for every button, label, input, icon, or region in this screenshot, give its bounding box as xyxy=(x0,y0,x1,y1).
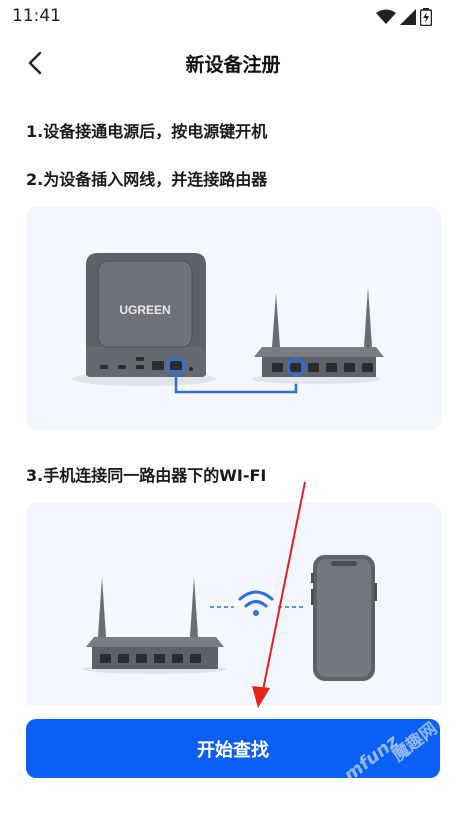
router-device-image xyxy=(82,577,226,674)
wifi-signal-icon xyxy=(238,590,274,616)
header: 新设备注册 xyxy=(0,34,466,90)
step-1-text: 1.设备接通电源后，按电源键开机 xyxy=(26,122,268,141)
back-button[interactable] xyxy=(18,46,52,80)
signal-icon xyxy=(400,9,416,25)
wifi-icon xyxy=(376,9,396,24)
nas-device-image: UGREEN xyxy=(72,253,216,386)
phone-device-image xyxy=(311,555,377,681)
router-device-image xyxy=(252,287,384,384)
nas-brand-label: UGREEN xyxy=(119,303,170,317)
step-2-text: 2.为设备插入网线，并连接路由器 xyxy=(26,170,268,189)
router-phone-illustration xyxy=(26,503,441,705)
status-icons xyxy=(376,8,432,26)
battery-charging-icon xyxy=(420,8,432,26)
page-title: 新设备注册 xyxy=(185,54,281,76)
nas-router-illustration: UGREEN xyxy=(26,207,441,430)
step-3-text: 3.手机连接同一路由器下的WI-FI xyxy=(26,466,267,485)
start-search-button[interactable]: 开始查找 xyxy=(26,719,440,778)
status-bar: 11:41 xyxy=(0,0,466,32)
status-time: 11:41 xyxy=(12,6,61,26)
chevron-left-icon xyxy=(28,51,42,75)
